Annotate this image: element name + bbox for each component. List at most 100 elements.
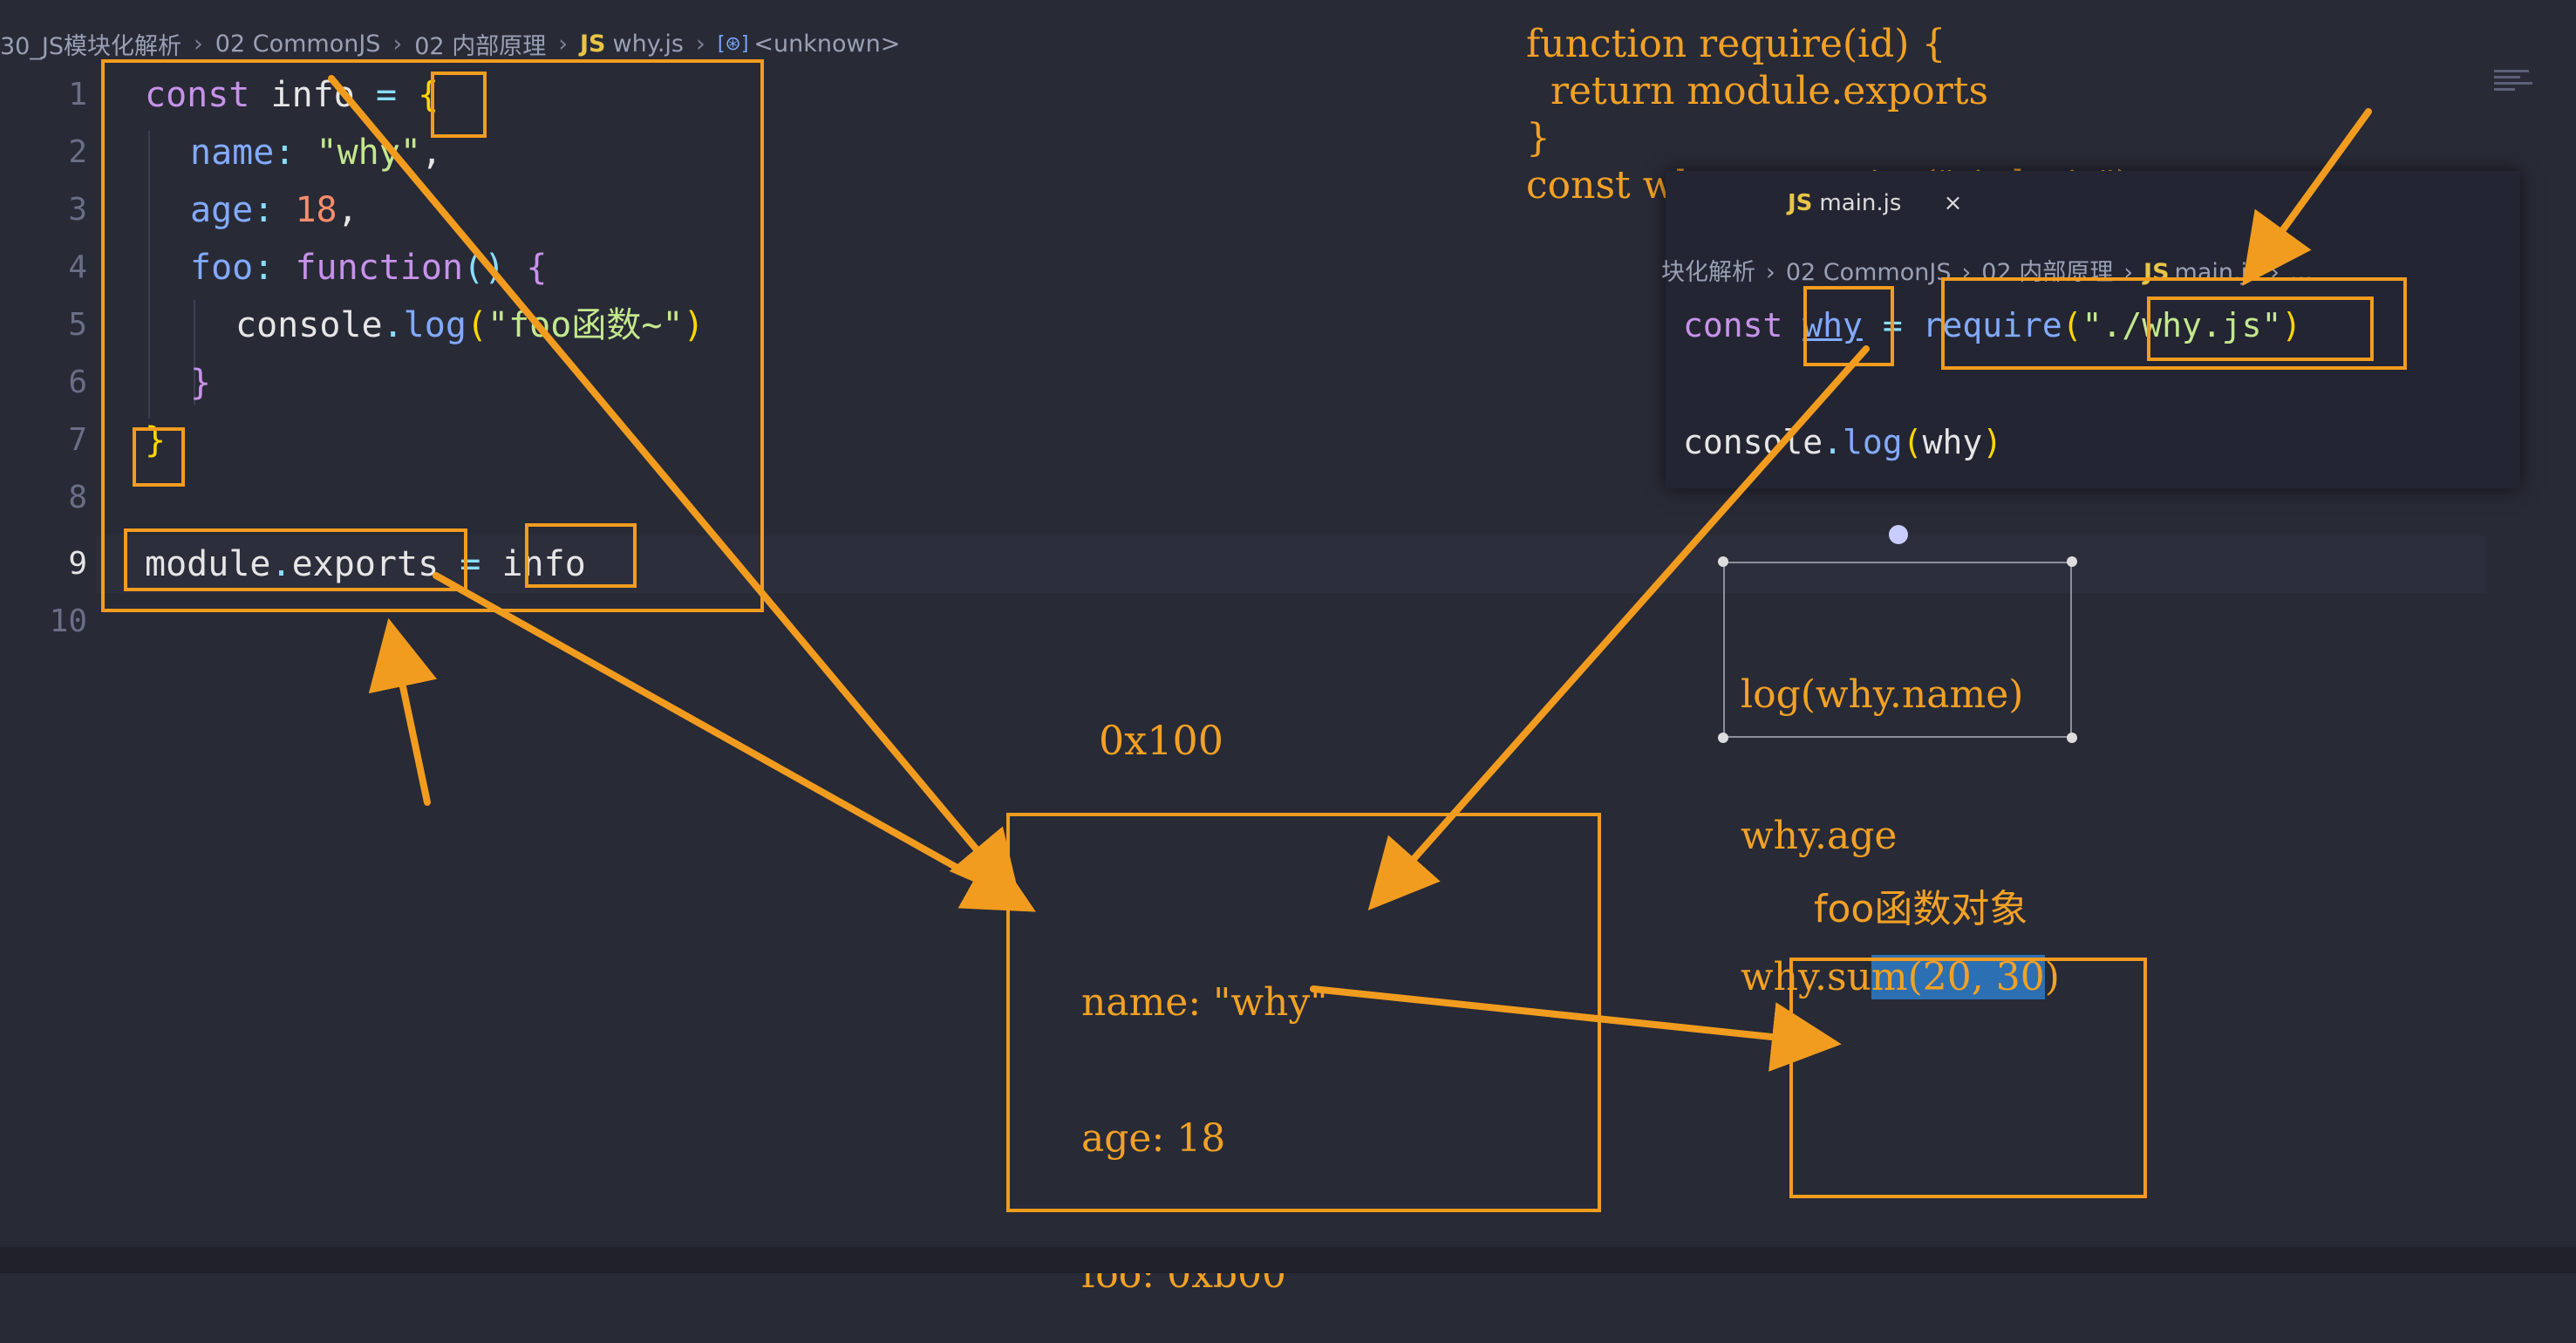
breadcrumb: 30_JS模块化解析 › 02 CommonJS › 02 内部原理 › JS … [0,26,900,61]
line-number: 6 [68,365,87,400]
property-name: exports [291,544,440,584]
property-key: foo [190,248,254,288]
breadcrumb-symbol[interactable]: <unknown> [753,30,901,58]
chevron-right-icon: › [392,30,403,58]
inset-editor-panel [1666,171,2520,488]
number-literal: 18 [295,190,337,230]
paren-close: ) [1982,423,2003,461]
indent-guide [148,131,150,419]
usage-note: log(why.name) why.age why.sum(20, 30) [1741,577,2060,1048]
annotation-box-require-call [1941,277,2407,370]
usage-text: why.su [1741,955,1871,999]
paren-close: ) [2281,306,2302,344]
chevron-right-icon: › [193,30,203,58]
minimap[interactable] [2494,66,2543,101]
tab-label: main.js [1819,190,1902,216]
arrow-foo-to-function-object [1310,985,1842,1072]
usage-note-frame[interactable] [1723,562,2072,738]
annotation-box-open-brace [431,72,487,138]
code-line-6[interactable]: } [190,354,211,412]
property-key: age [190,190,254,230]
js-file-icon: JS [580,30,606,58]
chevron-right-icon: › [1766,259,1775,286]
breadcrumb-folder[interactable]: 02 内部原理 [414,32,547,60]
chevron-right-icon: › [1961,259,1972,286]
inset-code-line-1[interactable]: const why = require("./why.js") [1683,297,2301,354]
breadcrumb-folder[interactable]: 02 CommonJS [1785,259,1952,286]
code-line-2[interactable]: name: "why", [190,124,442,181]
code-line-7[interactable]: } [145,412,166,469]
keyword: function [295,248,464,288]
property-key: name [190,133,275,173]
memory-object-box [1006,813,1601,1212]
colon: : [274,133,296,173]
line-number: 3 [68,192,87,228]
paren-open: ( [1902,423,1923,461]
dot: . [1823,423,1843,461]
method-name: log [1843,423,1903,461]
inset-code-line-2[interactable]: console.log(why) [1683,413,2002,471]
close-icon[interactable]: × [1943,190,1963,216]
breadcrumb-folder[interactable]: 02 内部原理 [1981,259,2114,286]
resize-handle[interactable] [2067,556,2077,567]
argument: why [1922,423,1983,461]
line-number: 2 [68,134,87,170]
resize-handle[interactable] [2067,733,2077,743]
line-number: 8 [68,480,87,515]
resize-handle[interactable] [1718,556,1728,567]
method-name: log [403,305,467,345]
arrow-to-path [2242,108,2372,286]
code-line-1[interactable]: const info = { [145,66,439,124]
brace: } [190,363,212,403]
brace: } [145,420,167,460]
memory-address-label: 0x100 [1099,717,1224,764]
js-file-icon: JS [2143,259,2170,286]
js-file-icon: JS [1788,190,1813,216]
string-literal: "foo函数~" [487,305,684,345]
paren-open: ( [2061,306,2082,344]
foo-function-object-label: foo函数对象 [1814,887,2028,931]
code-line-3[interactable]: age: 18, [190,181,358,239]
string-literal: "./why.js" [2082,306,2282,344]
memory-field: name: "why" [1081,980,1328,1025]
status-bar [0,1247,2576,1273]
chevron-right-icon: › [558,30,569,58]
operator: = [375,75,398,115]
breadcrumb-file[interactable]: why.js [612,30,684,58]
object-name: console [235,305,383,345]
line-number: 10 [49,603,87,639]
selected-text: m(20, 30 [1871,955,2045,999]
code-line-9[interactable]: module.exports = info [145,535,586,593]
code-line-4[interactable]: foo: function() { [190,239,547,297]
resize-handle[interactable] [1718,733,1728,743]
variable-name: info [501,544,586,584]
line-number: 1 [68,77,87,112]
current-line-highlight [96,535,2485,593]
paren-open: ( [466,305,488,345]
comma: , [420,133,443,173]
annotation-box-info [525,523,637,588]
line-number: 5 [68,307,87,343]
annotation-box-close-brace [133,427,185,487]
symbol-icon: [⊛] [717,32,749,55]
arrow-why-to-memory [1367,345,1870,910]
paren-close: ) [683,305,705,345]
line-number: 7 [68,422,87,458]
operator: = [460,544,481,584]
arrow-exports-to-memory [433,572,1036,912]
usage-line: log(why.name) [1741,672,2024,717]
usage-line: why.sum(20, 30) [1741,954,2060,1001]
breadcrumb-folder[interactable]: 02 CommonJS [215,30,381,58]
keyword: const [145,75,250,115]
breadcrumb-folder[interactable]: 块化解析 [1661,259,1755,286]
chevron-right-icon: › [2123,259,2134,286]
annotation-box-module-exports [124,528,467,591]
breadcrumb-folder[interactable]: 30_JS模块化解析 [0,32,181,60]
code-line-5[interactable]: console.log("foo函数~") [235,297,705,354]
dot: . [270,544,292,584]
annotation-box-path-string [2147,297,2374,361]
foo-function-object-box [1789,958,2147,1198]
line-number-active: 9 [68,546,87,582]
